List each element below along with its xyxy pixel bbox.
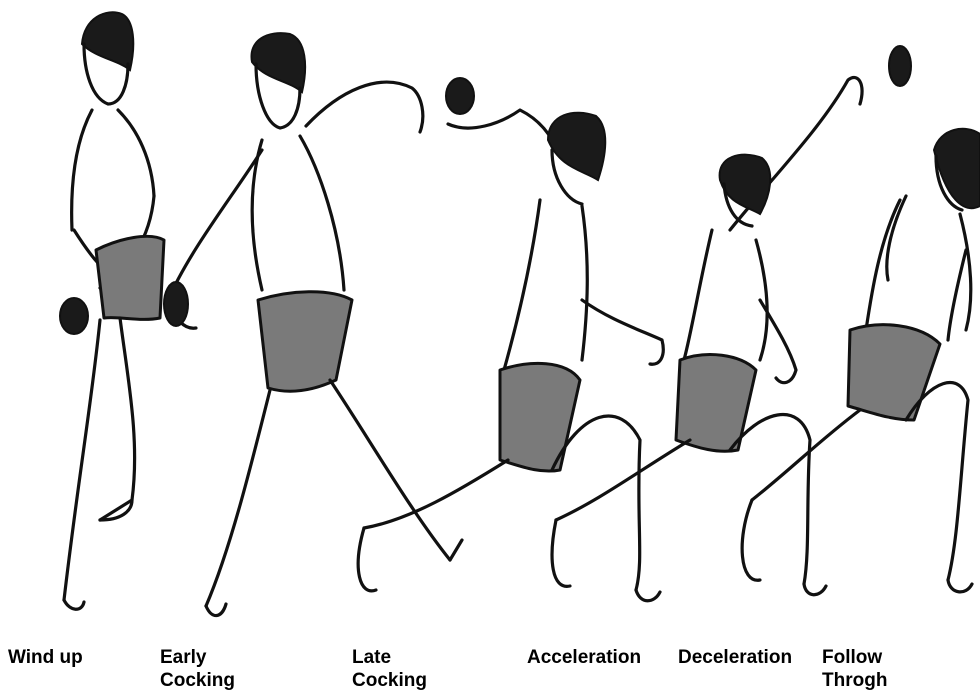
shorts: [258, 292, 352, 392]
feet: [358, 528, 660, 601]
shorts: [500, 363, 580, 471]
legs: [64, 318, 135, 600]
torso: [866, 200, 971, 330]
stage-label-early-cocking: Early Cocking: [160, 646, 235, 692]
hair: [548, 113, 605, 180]
feet: [742, 500, 972, 592]
ball: [446, 78, 474, 114]
torso: [504, 200, 587, 370]
feet: [206, 540, 462, 616]
figure-late-cocking: [358, 78, 663, 601]
hair: [82, 12, 133, 70]
torso: [252, 136, 344, 290]
stage-label-wind-up: Wind up: [8, 646, 83, 669]
legs: [206, 380, 450, 606]
stage-label-acceleration: Acceleration: [527, 646, 641, 669]
figure-follow-through: [742, 46, 980, 592]
throwing-arm: [448, 110, 556, 150]
lead-arm: [582, 300, 663, 364]
throwing-arm: [306, 82, 423, 132]
shorts: [96, 236, 164, 319]
hair: [251, 33, 305, 92]
legs: [752, 383, 968, 580]
ball: [889, 46, 911, 86]
shorts: [676, 355, 756, 452]
torso: [684, 230, 767, 360]
arm: [887, 196, 966, 340]
torso: [72, 110, 154, 230]
figure-wind-up: [60, 12, 164, 609]
ball: [60, 298, 88, 334]
figure-sequence: [0, 0, 980, 640]
stage-label-deceleration: Deceleration: [678, 646, 792, 669]
ball: [164, 282, 188, 326]
figure-early-cocking: [164, 33, 462, 615]
hair: [934, 129, 980, 208]
stage-label-follow-through: Follow Throgh: [822, 646, 887, 692]
feet: [552, 520, 826, 595]
stage-label-late-cocking: Late Cocking: [352, 646, 427, 692]
shorts: [848, 325, 940, 420]
